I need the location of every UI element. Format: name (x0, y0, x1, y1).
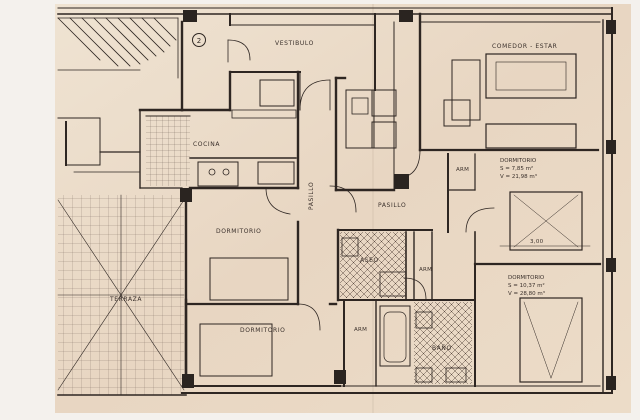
column-marker (606, 20, 616, 34)
room-label-vestibulo: VESTIBULO (275, 40, 314, 47)
room-label-dormitorio-lower: DORMITORIO (240, 327, 286, 334)
column-marker (399, 10, 413, 22)
room-label-pasillo-vertical: PASILLO (308, 181, 315, 210)
column-marker (394, 174, 409, 189)
dormitorio-2-info: DORMITORIO S = 10,37 m² V = 28,80 m³ (508, 274, 545, 298)
room-label-bano: BAÑO (432, 345, 452, 352)
dormitorio-1-title: DORMITORIO (500, 158, 537, 164)
dimension-label: 3,00 (530, 239, 544, 245)
room-label-comedor-estar: COMEDOR - ESTAR (492, 43, 558, 50)
column-marker (182, 374, 194, 388)
column-marker (180, 188, 192, 202)
room-label-dormitorio-left: DORMITORIO (216, 228, 262, 235)
plan-marker-number: 2 (192, 33, 206, 47)
dormitorio-2-area: S = 10,37 m² (508, 283, 545, 289)
room-label-cocina: COCINA (193, 141, 221, 148)
kitchen-grid (146, 116, 190, 186)
column-marker (606, 376, 616, 390)
arm-label-3: ARM (354, 327, 368, 333)
column-marker (606, 140, 616, 154)
room-label-aseo: ASEO (360, 257, 379, 264)
room-label-pasillo-horizontal: PASILLO (378, 202, 407, 209)
column-marker (334, 370, 346, 384)
dormitorio-2-title: DORMITORIO (508, 275, 545, 281)
aseo-tiles (340, 232, 406, 298)
dormitorio-1-volume: V = 21,98 m³ (500, 174, 537, 180)
arm-label-1: ARM (456, 167, 470, 173)
bano-tiles (414, 302, 472, 384)
dormitorio-2-volume: V = 28,80 m³ (508, 291, 545, 297)
room-label-terraza: TERRAZA (110, 296, 143, 303)
dormitorio-1-area: S = 7,85 m² (500, 166, 534, 172)
column-marker (606, 258, 616, 272)
dormitorio-1-info: DORMITORIO S = 7,85 m² V = 21,98 m³ (500, 157, 537, 181)
column-marker (183, 10, 197, 22)
arm-label-2: ARM (419, 267, 433, 273)
